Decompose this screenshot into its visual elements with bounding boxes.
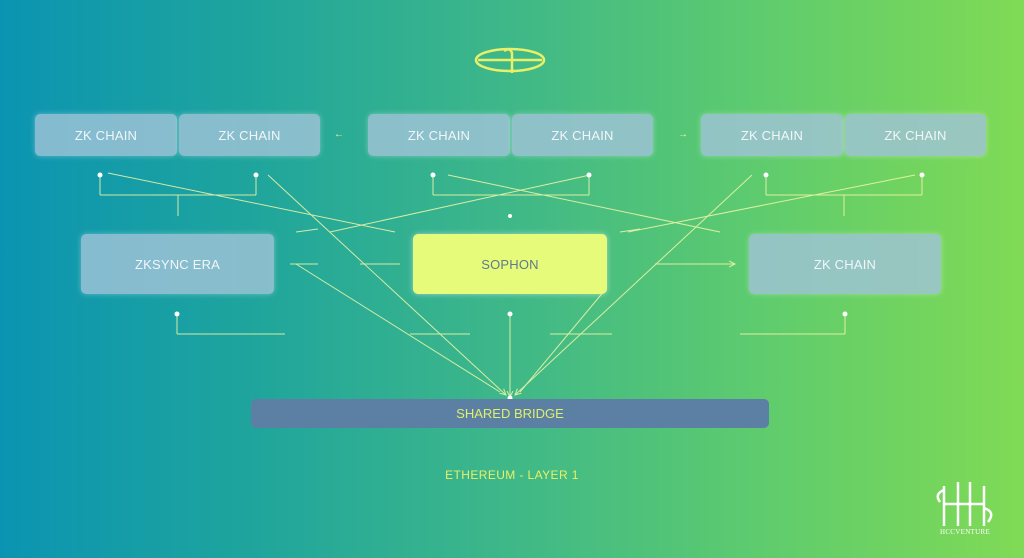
zk-chain-node: ZK CHAIN xyxy=(368,114,510,156)
node-label: ZK CHAIN xyxy=(218,127,281,143)
zk-chain-node: ZK CHAIN xyxy=(749,234,941,294)
watermark-label: HCCVENTURE xyxy=(939,528,991,536)
zk-chain-node: ZK CHAIN xyxy=(35,114,177,156)
zk-chain-node: ZK CHAIN xyxy=(179,114,320,156)
arrow-right-icon: → xyxy=(678,129,688,140)
arrow-left-icon: ← xyxy=(334,129,344,140)
node-label: ZK CHAIN xyxy=(407,127,471,143)
hccventure-logo-icon xyxy=(936,482,993,526)
node-label: ZKSYNC ERA xyxy=(134,256,221,272)
node-label: ZK CHAIN xyxy=(551,127,614,143)
node-label: ZK CHAIN xyxy=(74,127,138,143)
node-label: ZK CHAIN xyxy=(884,127,947,143)
bridge-label: SHARED BRIDGE xyxy=(456,406,564,421)
sophon-node: SOPHON xyxy=(413,234,607,294)
layer-label: ETHEREUM - LAYER 1 xyxy=(445,468,579,482)
shared-bridge: SHARED BRIDGE xyxy=(251,399,769,428)
node-label: ZK CHAIN xyxy=(740,127,804,143)
zk-chain-node: ZK CHAIN xyxy=(512,114,653,156)
node-label: SOPHON xyxy=(481,256,539,272)
zksync-era-node: ZKSYNC ERA xyxy=(81,234,274,294)
sophon-logo-icon xyxy=(474,47,546,73)
node-label: ZK CHAIN xyxy=(813,256,877,272)
zk-chain-node: ZK CHAIN xyxy=(845,114,986,156)
zk-chain-node: ZK CHAIN xyxy=(701,114,843,156)
